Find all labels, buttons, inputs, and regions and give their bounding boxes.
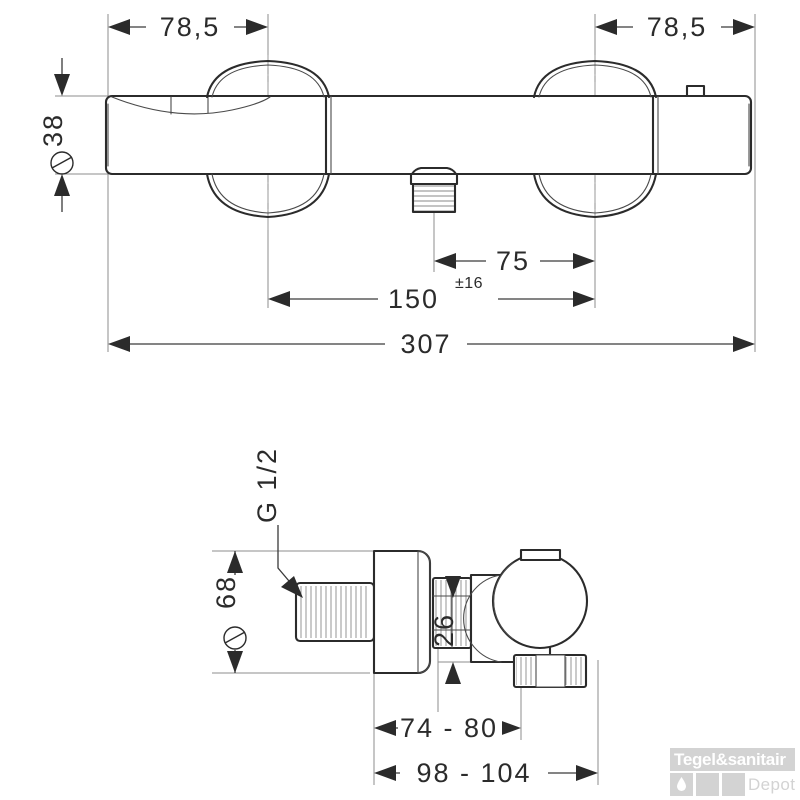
outlet-nipple-side [512, 653, 588, 689]
side-section-view: G 1/2 68 26 [211, 447, 599, 789]
dimension-label-26: 26 [429, 613, 459, 647]
dimension-overall-length: 307 [108, 329, 755, 359]
safety-stop-button [685, 84, 706, 98]
dimension-label-handle-diameter: 68 [211, 575, 241, 609]
dimension-outlet-height: 26 [429, 576, 461, 684]
dimension-label-g12: G 1/2 [252, 447, 282, 523]
shower-outlet-connector [409, 166, 459, 214]
dimension-label-right-offset: 78,5 [647, 12, 708, 42]
dimension-right-handle-offset: 78,5 [595, 12, 755, 42]
logo-square-3 [722, 773, 745, 796]
dimension-outlet-to-right-handle: 75 [434, 246, 595, 276]
dimension-label-body-diameter: 38 [38, 113, 68, 147]
temperature-handle [205, 59, 332, 219]
volume-handle [532, 59, 659, 219]
dimension-label-307: 307 [400, 329, 451, 359]
left-end-cap-detail [107, 96, 271, 167]
brand-logo: Tegel&sanitair Depot [659, 748, 795, 796]
dimension-label-98-104: 98 - 104 [416, 758, 531, 788]
dimension-label-75: 75 [496, 246, 530, 276]
logo-tegel-sanitair-text: Tegel&sanitair [670, 748, 795, 771]
diameter-symbol-icon-2 [223, 626, 247, 650]
mixer-body [104, 94, 753, 176]
handle-top-cap [519, 548, 562, 562]
dimension-handle-diameter: 68 [211, 551, 247, 673]
front-elevation-view: 78,5 78,5 38 [38, 12, 756, 359]
logo-square-droplet [670, 773, 693, 796]
dimension-left-handle-offset: 78,5 [108, 12, 268, 42]
dimension-thread-callout: G 1/2 [252, 447, 303, 598]
logo-square-2 [696, 773, 719, 796]
dimension-label-left-offset: 78,5 [160, 12, 221, 42]
wall-escutcheon [372, 549, 432, 675]
dimension-wall-to-outlet: 74 - 80 [374, 712, 521, 744]
logo-bottom-row: Depot [670, 773, 795, 796]
dimension-label-150: 150 [388, 284, 439, 314]
dimension-handle-centre-distance: 150 ±16 [268, 275, 595, 314]
diameter-symbol-icon [50, 151, 74, 175]
inlet-thread-stub [294, 581, 376, 643]
dimension-body-diameter: 38 [38, 58, 74, 212]
front-view-extension-lines [55, 14, 756, 352]
dimension-label-150-tolerance: ±16 [455, 275, 483, 292]
dimension-label-74-80: 74 - 80 [400, 713, 498, 743]
logo-depot-text: Depot [748, 775, 796, 794]
dimension-wall-to-front: 98 - 104 [374, 757, 598, 789]
water-drop-icon [677, 777, 686, 791]
handle-circle [491, 552, 589, 650]
